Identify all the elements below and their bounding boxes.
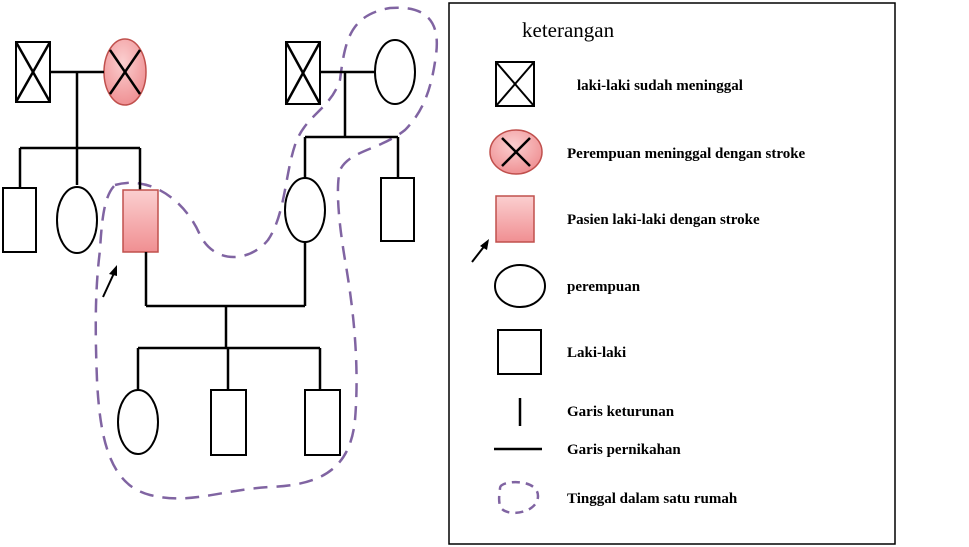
household-boundary — [94, 6, 439, 500]
legend-label-male: Laki-laki — [567, 345, 626, 361]
legend-label-household: Tinggal dalam satu rumah — [567, 491, 738, 507]
legend-household-icon — [497, 480, 540, 514]
patient-wife — [284, 177, 326, 243]
patient-arrow — [102, 265, 117, 298]
legend-patient-icon — [495, 195, 535, 243]
paternal-grandmother-stroke — [103, 38, 147, 106]
aunt-female — [56, 186, 98, 254]
legend-label-marriage-line: Garis pernikahan — [567, 442, 681, 458]
legend-female-icon — [494, 264, 546, 308]
child-male-1 — [210, 389, 247, 456]
legend-male-icon — [497, 329, 542, 375]
legend-patient-arrow — [471, 239, 489, 263]
child-male-2 — [304, 389, 341, 456]
legend-label-deceased-female-stroke: Perempuan meninggal dengan stroke — [567, 146, 806, 162]
legend-label-deceased-male: laki-laki sudah meninggal — [577, 78, 743, 94]
legend-title: keterangan — [522, 18, 615, 42]
maternal-grandmother — [374, 39, 416, 105]
child-female — [117, 389, 159, 455]
patient-male-stroke — [122, 189, 159, 253]
paternal-grandfather — [14, 41, 52, 103]
uncle-male — [2, 187, 37, 253]
legend-label-descent-line: Garis keturunan — [567, 404, 675, 420]
maternal-grandfather — [284, 41, 322, 105]
legend-deceased-female-stroke-icon — [489, 129, 543, 175]
legend-deceased-male-icon — [495, 61, 535, 107]
legend-label-patient: Pasien laki-laki dengan stroke — [567, 212, 760, 228]
wife-brother-male — [380, 177, 415, 242]
legend-label-female: perempuan — [567, 279, 641, 295]
